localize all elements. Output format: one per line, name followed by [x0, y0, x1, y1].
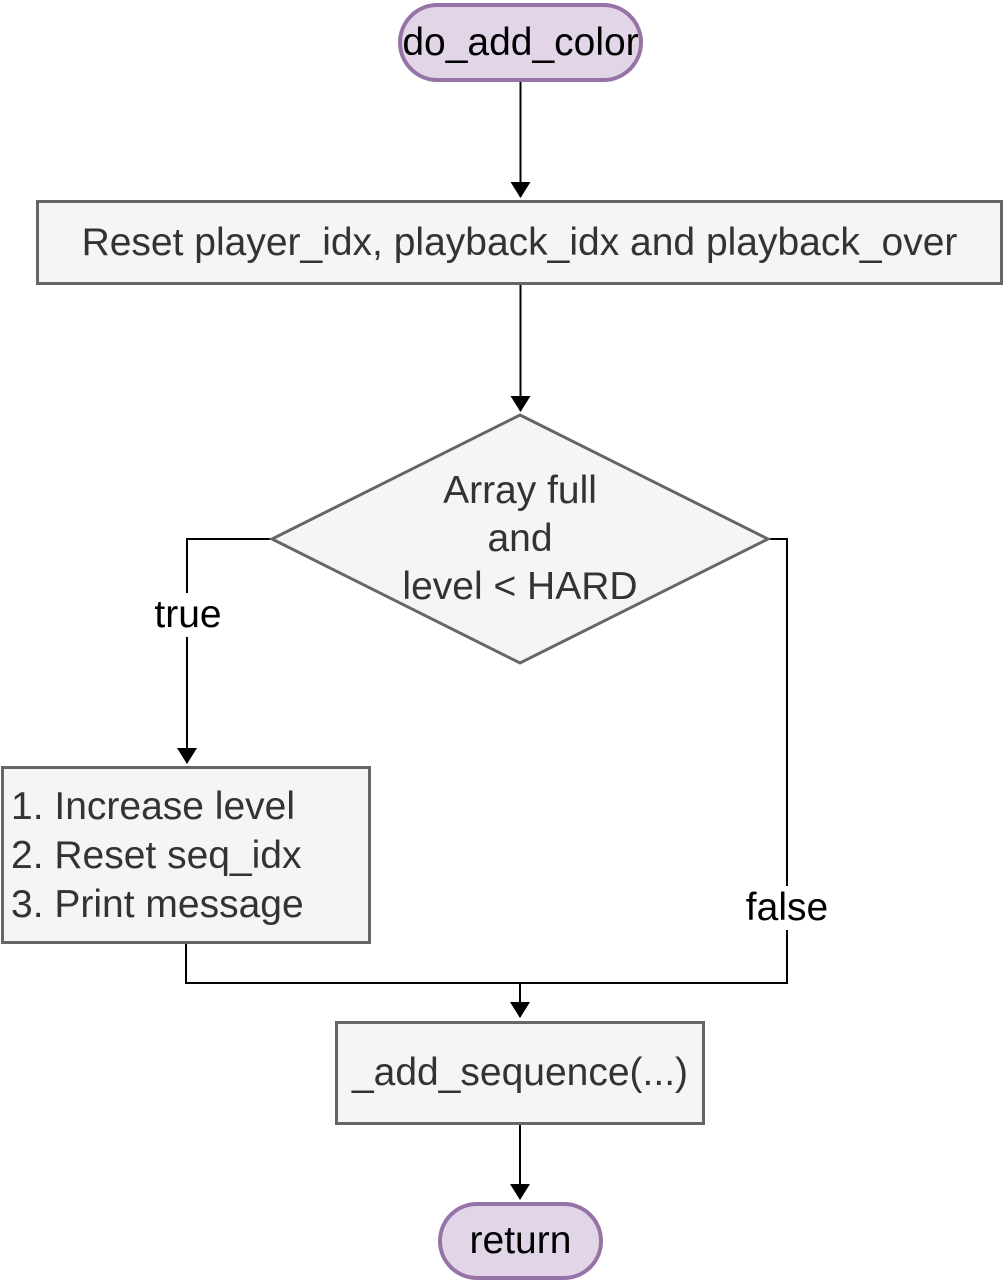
end-node-label: return [469, 1219, 572, 1262]
true-block-line1: 1. Increase level [11, 784, 295, 828]
true-block-line2: 2. Reset seq_idx [11, 833, 302, 877]
true-block-line3: 3. Print message [11, 882, 304, 926]
decision-label-line1: Array full [443, 469, 597, 512]
edge-decision-true-branch [177, 538, 272, 764]
reset-process-node: Reset player_idx, playback_idx and playb… [36, 200, 1003, 285]
edge-decision-false-branch [521, 538, 788, 984]
add-sequence-label: _add_sequence(...) [351, 1051, 689, 1094]
reset-process-label: Reset player_idx, playback_idx and playb… [81, 220, 958, 264]
decision-label-line3: level < HARD [402, 565, 638, 608]
add-sequence-node: _add_sequence(...) [335, 1021, 705, 1125]
decision-label-line2: and [487, 517, 553, 560]
start-node-label: do_add_color [402, 20, 639, 64]
true-edge-label: true [146, 593, 230, 637]
decision-node-label: Array full and level < HARD [272, 467, 768, 611]
start-node: do_add_color [398, 3, 643, 82]
edge-true-block-to-add-sequence [185, 944, 530, 1018]
true-block-node: 1. Increase level 2. Reset seq_idx 3. Pr… [1, 766, 371, 944]
false-edge-label: false [733, 886, 841, 930]
end-node: return [438, 1202, 603, 1280]
decision-diamond-shape [268, 413, 772, 665]
